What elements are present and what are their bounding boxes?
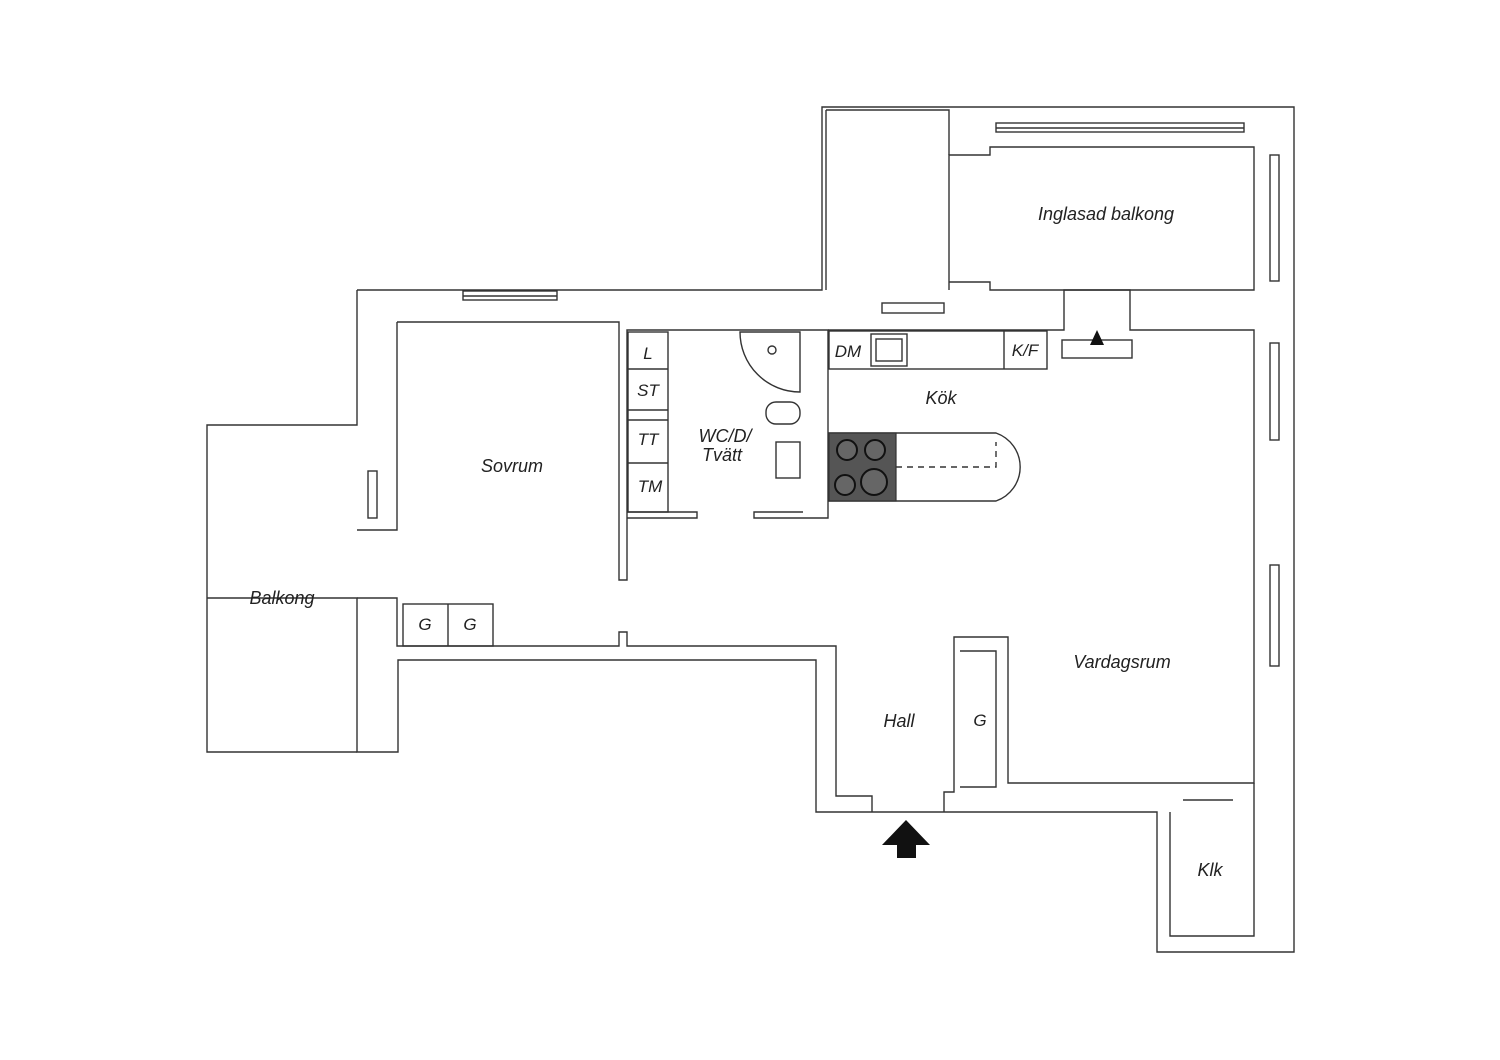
balcony-wall (948, 146, 1255, 291)
balcony-side (826, 109, 950, 155)
vent-arrow-icon (1090, 330, 1104, 345)
label-sovrum: Sovrum (481, 456, 543, 476)
label-g-storage-2: G (463, 615, 476, 634)
label-g-storage-1: G (418, 615, 431, 634)
outer-wall (207, 106, 1295, 953)
inner-wall-left-lower (357, 597, 873, 812)
label-balkong: Balkong (249, 588, 314, 608)
label-vardagsrum: Vardagsrum (1073, 652, 1170, 672)
label-kf: K/F (1012, 341, 1040, 360)
stove (828, 432, 897, 502)
right-wall (1169, 783, 1255, 937)
shower (739, 331, 801, 393)
entrance-arrow-icon (882, 820, 930, 858)
hall-closet (960, 650, 997, 788)
label-wc: WC/D/ (699, 426, 754, 446)
walls (206, 106, 1295, 953)
label-klk: Klk (1197, 860, 1223, 880)
kitchen-counter (828, 330, 1048, 370)
bath-bottom-wall (627, 511, 698, 519)
label-dm: DM (835, 342, 862, 361)
label-tvatt: Tvätt (702, 445, 743, 465)
label-kok: Kök (925, 388, 957, 408)
kitchen-island (828, 432, 1021, 502)
label-tt: TT (638, 430, 660, 449)
label-l: L (643, 344, 652, 363)
label-g-hall: G (973, 711, 986, 730)
inner-wall-sovrum (397, 321, 829, 581)
label-tm: TM (638, 477, 663, 496)
label-inglasad-balkong: Inglasad balkong (1038, 204, 1174, 224)
top-left-wall (206, 290, 358, 753)
kitchen-wall (828, 289, 1255, 812)
inner-wall-left (357, 322, 398, 531)
label-hall: Hall (883, 711, 915, 731)
label-st: ST (637, 381, 660, 400)
bath-shelving (627, 331, 669, 513)
